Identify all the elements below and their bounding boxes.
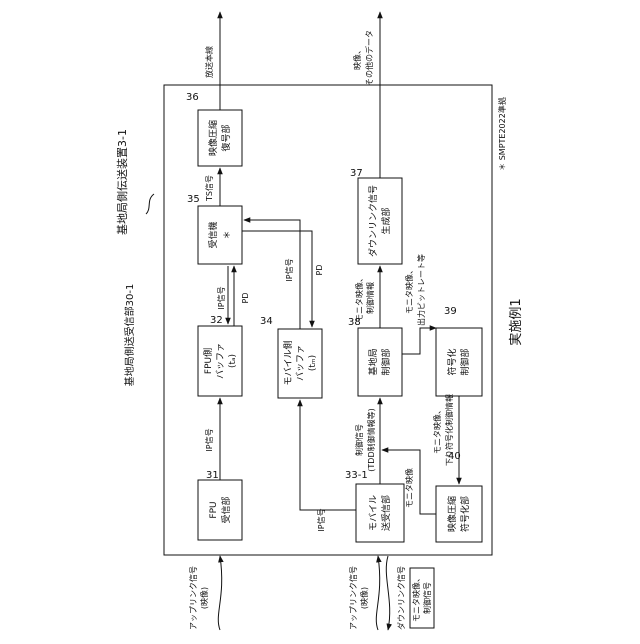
label-video-out-1: 映像、 xyxy=(352,46,362,70)
block-33-mobile-transceiver: モバイル 送受信部 33-1 xyxy=(345,470,404,542)
block-40-line2: 符号化部 xyxy=(459,496,471,532)
line-35-to-34 xyxy=(242,231,312,327)
block-39-line2: 制御部 xyxy=(459,348,471,375)
downlink-arrow xyxy=(386,556,389,630)
block-36-video-decoder: 映像圧縮 復号部 36 xyxy=(186,92,242,166)
label-downlink-a: ダウンリンク信号 xyxy=(396,566,406,630)
block-37-ref: 37 xyxy=(350,168,363,179)
block-33-line2: 送受信部 xyxy=(380,495,392,531)
block-32-line3: (tₐ) xyxy=(228,354,238,368)
label-uplink-2b: (映像) xyxy=(359,587,369,609)
block-33-ref: 33-1 xyxy=(345,470,368,481)
footnote: ＊ SMPTE2022準拠 xyxy=(497,97,507,171)
label-broadcast: 放送本線 xyxy=(204,46,214,78)
block-34-line1: モバイル側 xyxy=(282,340,294,385)
block-39-encoding-controller: 符号化 制御部 39 xyxy=(436,306,482,396)
block-32-ref: 32 xyxy=(210,315,223,326)
block-37-line1: ダウンリンク信号 xyxy=(367,185,379,257)
block-35-line1: 受信機 xyxy=(207,221,219,248)
label-uplink-1a: アップリンク信号 xyxy=(188,566,198,630)
block-34-ref: 34 xyxy=(260,316,273,327)
block-31-fpu-receiver: FPU 受信部 31 xyxy=(198,470,242,540)
block-32-fpu-buffer: FPU側 バッファ (tₐ) 32 xyxy=(198,315,242,396)
uplink-2-arrow xyxy=(376,556,379,630)
block-35-ref: 35 xyxy=(187,194,200,205)
label-ip-3: IP信号 xyxy=(284,258,294,281)
block-32-line1: FPU側 xyxy=(202,348,214,374)
block-36-ref: 36 xyxy=(186,92,199,103)
label-monitor-bitrate-2: 出力ビットレート等 xyxy=(416,254,426,326)
block-34-mobile-buffer: モバイル側 バッファ (tₘ) 34 xyxy=(260,316,322,398)
unit-label: 基地局側送受信部30-1 xyxy=(123,284,136,387)
label-pd-2: PD xyxy=(315,265,324,276)
label-pd-1: PD xyxy=(241,293,250,304)
block-36-line2: 復号部 xyxy=(220,124,232,151)
device-label: 基地局側伝送装置3-1 xyxy=(115,129,129,235)
line-33-to-34 xyxy=(300,400,356,510)
label-ip-4: IP信号 xyxy=(316,508,326,531)
label-monitor-encode-2: 下り符号化制御情報 xyxy=(444,394,454,466)
label-monitor-ctrl-2: 制御情報 xyxy=(365,282,375,314)
device-label-leader xyxy=(146,194,154,214)
block-31-ref: 31 xyxy=(206,470,219,481)
block-34-line2: バッファ xyxy=(295,345,306,381)
label-ip-1: IP信号 xyxy=(204,428,214,451)
label-monitor-encode-1: モニタ映像、 xyxy=(432,406,442,454)
label-ctrl-tdd-2: (TDD制御情報等) xyxy=(366,408,376,471)
label-monitor-bitrate-1: モニタ映像、 xyxy=(404,266,414,314)
label-ip-2: IP信号 xyxy=(216,286,226,309)
label-downlink-b1: モニタ映像、 xyxy=(411,574,421,622)
block-35-receiver: 受信機 ＊ 35 xyxy=(187,194,242,264)
block-31-line2: 受信部 xyxy=(220,496,232,523)
label-uplink-2a: アップリンク信号 xyxy=(348,566,358,630)
block-32-line2: バッファ xyxy=(215,343,226,379)
label-monitor-ctrl-1: モニタ映像、 xyxy=(354,274,364,322)
label-ts: TS信号 xyxy=(204,175,214,202)
uplink-1-arrow xyxy=(218,556,221,630)
label-ctrl-tdd-1: 制御信号 xyxy=(354,424,364,456)
external-inputs: アップリンク信号 (映像) アップリンク信号 (映像) ダウンリンク信号 モニタ… xyxy=(188,556,434,630)
block-38-line2: 制御部 xyxy=(380,348,392,375)
block-40-line1: 映像圧縮 xyxy=(446,496,458,532)
block-36-line1: 映像圧縮 xyxy=(207,120,219,156)
block-39-ref: 39 xyxy=(444,306,457,317)
label-downlink-b2: 制御信号 xyxy=(422,582,432,614)
block-37-line2: 生成部 xyxy=(380,207,392,234)
label-monitor-video: モニタ映像 xyxy=(404,468,414,508)
block-31-line1: FPU xyxy=(209,501,219,518)
block-37-downlink-generator: ダウンリンク信号 生成部 37 xyxy=(350,168,402,264)
block-38-base-controller: 基地局 制御部 38 xyxy=(348,317,402,396)
block-33-line1: モバイル xyxy=(368,495,379,531)
block-34-line3: (tₘ) xyxy=(308,355,318,371)
label-video-out-2: その他のデータ xyxy=(364,30,374,86)
line-38-to-39 xyxy=(402,328,436,354)
signal-labels: IP信号 IP信号 PD IP信号 PD TS信号 放送本線 映像、 その他のデ… xyxy=(204,30,454,532)
block-38-line1: 基地局 xyxy=(367,348,379,375)
block-39-line1: 符号化 xyxy=(446,348,458,375)
label-uplink-1b: (映像) xyxy=(199,587,209,609)
block-35-line2: ＊ xyxy=(223,230,233,239)
figure-title: 実施例1 xyxy=(508,298,524,345)
